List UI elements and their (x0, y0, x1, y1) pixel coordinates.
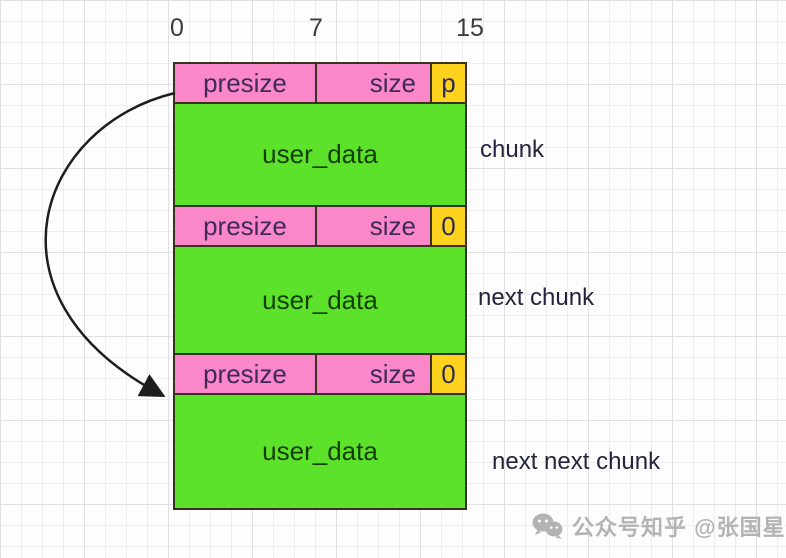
ruler-tick-7: 7 (309, 14, 323, 42)
chunk3-user-data-block: user_data (175, 395, 465, 508)
chunk2-header-row: presize size 0 (175, 207, 465, 245)
chunk1-presize-cell: presize (175, 64, 315, 102)
chunk2-user-data-block: user_data (175, 247, 465, 353)
chunk1-header-row: presize size p (175, 64, 465, 102)
watermark-text: 公众号知乎 @张国星 (572, 515, 786, 540)
chunk1-label: chunk (480, 136, 545, 163)
chunk3-size-cell: size (317, 355, 430, 393)
chunk1-flag-cell: p (432, 64, 465, 102)
memory-chunk-table: presize size p user_data presize size 0 … (173, 62, 467, 510)
chunk2-presize-cell: presize (175, 207, 315, 245)
watermark: 公众号知乎 @张国星 (532, 510, 786, 542)
chunk2-flag-cell: 0 (432, 207, 465, 245)
chunk2-size-cell: size (317, 207, 430, 245)
chunk3-flag-cell: 0 (432, 355, 465, 393)
ruler-tick-0: 0 (170, 14, 184, 42)
wechat-icon (532, 513, 563, 539)
chunk2-label: next chunk (478, 284, 595, 311)
chunk3-header-row: presize size 0 (175, 355, 465, 393)
chunk1-user-data-block: user_data (175, 104, 465, 205)
ruler-tick-15: 15 (456, 14, 484, 42)
chunk1-size-cell: size (317, 64, 430, 102)
chunk3-presize-cell: presize (175, 355, 315, 393)
chunk3-label: next next chunk (492, 448, 661, 475)
